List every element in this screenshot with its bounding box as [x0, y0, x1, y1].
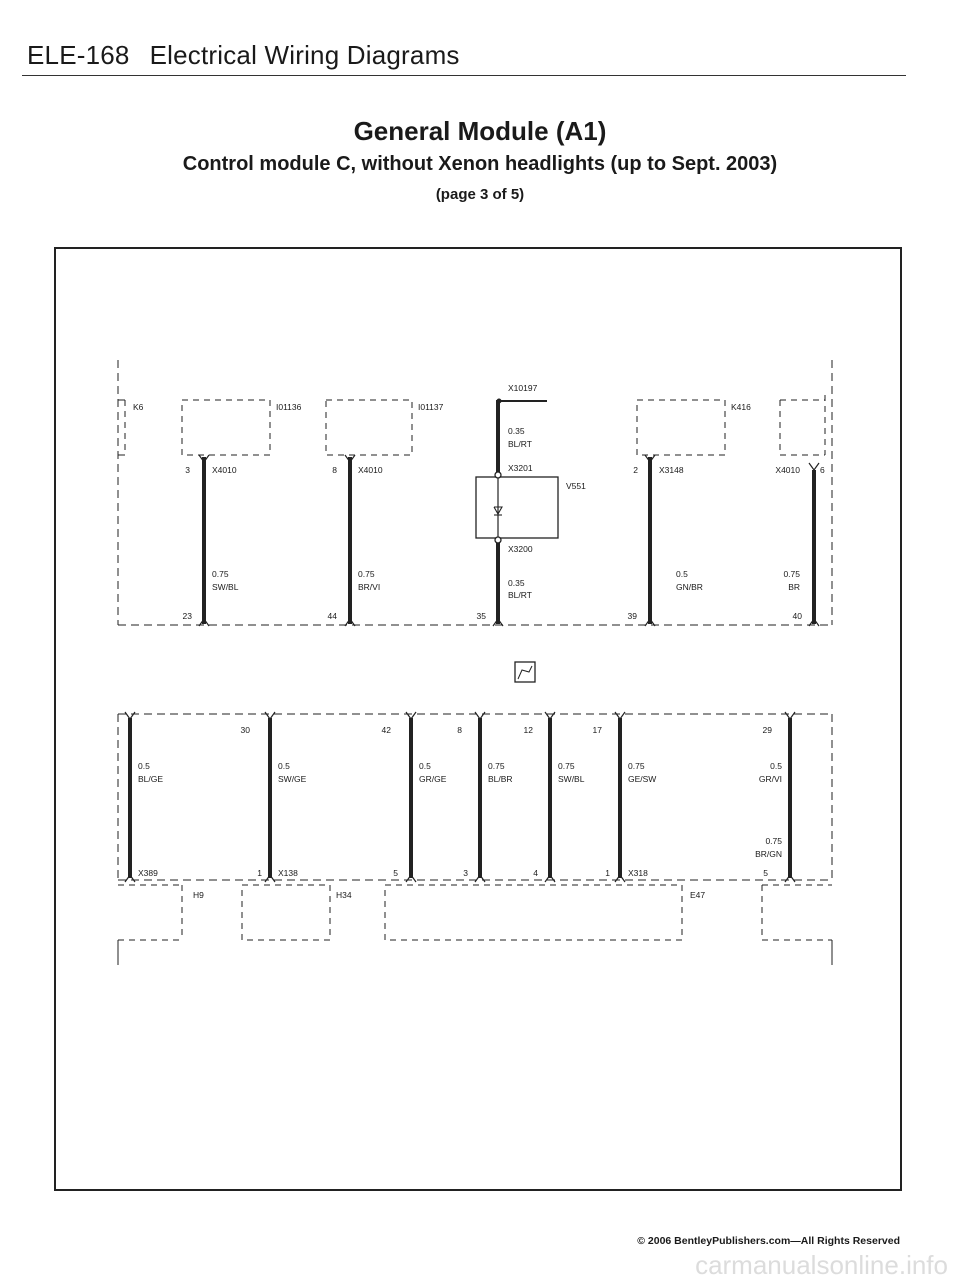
page-indicator: (page 3 of 5) — [435, 186, 525, 203]
diagram-frame — [54, 247, 902, 1191]
color-l2: SW/GE — [278, 774, 307, 784]
gauge-w4: 0.5 — [676, 569, 688, 579]
color2-l7: BR/GN — [755, 849, 782, 859]
diagram-subtitle: Control module C, without Xenon headligh… — [182, 153, 778, 175]
color-l3: GR/GE — [419, 774, 447, 784]
gauge-l7: 0.5 — [770, 761, 782, 771]
gauge-top-w3: 0.35 — [508, 426, 525, 436]
label-k416: K416 — [731, 402, 751, 412]
label-x3201: X3201 — [508, 463, 533, 473]
conn-w4: X3148 — [659, 465, 684, 475]
gauge-l2: 0.5 — [278, 761, 290, 771]
label-i01137: I01137 — [418, 402, 444, 412]
pin-top-l6: 17 — [593, 725, 603, 735]
color-w3: BL/RT — [508, 590, 532, 600]
gauge-l4: 0.75 — [488, 761, 505, 771]
diagram-title: General Module (A1) — [353, 116, 607, 146]
gauge-l1: 0.5 — [138, 761, 150, 771]
label-x10197: X10197 — [508, 383, 538, 393]
color-top-w3: BL/RT — [508, 439, 532, 449]
color-l1: BL/GE — [138, 774, 163, 784]
pin-top-l5: 12 — [524, 725, 534, 735]
label-h9: H9 — [193, 890, 204, 900]
gauge-w2: 0.75 — [358, 569, 375, 579]
color-w2: BR/VI — [358, 582, 380, 592]
label-v551: V551 — [566, 481, 586, 491]
color-l7: GR/VI — [759, 774, 782, 784]
pin-bottom-l4: 3 — [463, 868, 468, 878]
conn-w2: X4010 — [358, 465, 383, 475]
section-title: Electrical Wiring Diagrams — [149, 40, 460, 70]
page-header: ELE-168 Electrical Wiring Diagrams — [27, 40, 460, 71]
gauge-l6: 0.75 — [628, 761, 645, 771]
label-e47: E47 — [690, 890, 705, 900]
color-w4: GN/BR — [676, 582, 703, 592]
pin-bottom-w4: 39 — [628, 611, 638, 621]
pin-top-w2: 8 — [332, 465, 337, 475]
page-code: ELE-168 — [27, 40, 130, 70]
color-l5: SW/BL — [558, 774, 585, 784]
pin-bottom-l7: 5 — [763, 868, 768, 878]
pin-top-l7: 29 — [763, 725, 773, 735]
conn-w1: X4010 — [212, 465, 237, 475]
gauge-l5: 0.75 — [558, 761, 575, 771]
conn-w5: X4010 — [775, 465, 800, 475]
pin-bottom-w2: 44 — [328, 611, 338, 621]
pin-bottom-w3: 35 — [477, 611, 487, 621]
pin-top-l4: 8 — [457, 725, 462, 735]
watermark: carmanualsonline.info — [695, 1250, 948, 1280]
conn-l1: X389 — [138, 868, 158, 878]
pin-bottom-w5: 40 — [793, 611, 803, 621]
label-x3200: X3200 — [508, 544, 533, 554]
pin-bottom-l2: 1 — [257, 868, 262, 878]
color-w5: BR — [788, 582, 800, 592]
pin-top-l2: 30 — [241, 725, 251, 735]
pin-top-l3: 42 — [382, 725, 392, 735]
label-i01136: I01136 — [276, 402, 302, 412]
gauge-l3: 0.5 — [419, 761, 431, 771]
gauge2-l7: 0.75 — [765, 836, 782, 846]
pin-bottom-l6: 1 — [605, 868, 610, 878]
pin-top-w1: 3 — [185, 465, 190, 475]
label-h34: H34 — [336, 890, 352, 900]
gauge-w1: 0.75 — [212, 569, 229, 579]
color-l4: BL/BR — [488, 774, 513, 784]
pin-top-w5: 6 — [820, 465, 825, 475]
pin-bottom-l5: 4 — [533, 868, 538, 878]
pin-bottom-l3: 5 — [393, 868, 398, 878]
conn-l6: X318 — [628, 868, 648, 878]
color-l6: GE/SW — [628, 774, 656, 784]
label-k6: K6 — [133, 402, 144, 412]
conn-l2: X138 — [278, 868, 298, 878]
gauge-w3: 0.35 — [508, 578, 525, 588]
pin-top-w4: 2 — [633, 465, 638, 475]
header-divider — [22, 75, 906, 76]
copyright-footer: © 2006 BentleyPublishers.com—All Rights … — [637, 1235, 900, 1247]
color-w1: SW/BL — [212, 582, 239, 592]
pin-bottom-w1: 23 — [183, 611, 193, 621]
gauge-w5: 0.75 — [783, 569, 800, 579]
